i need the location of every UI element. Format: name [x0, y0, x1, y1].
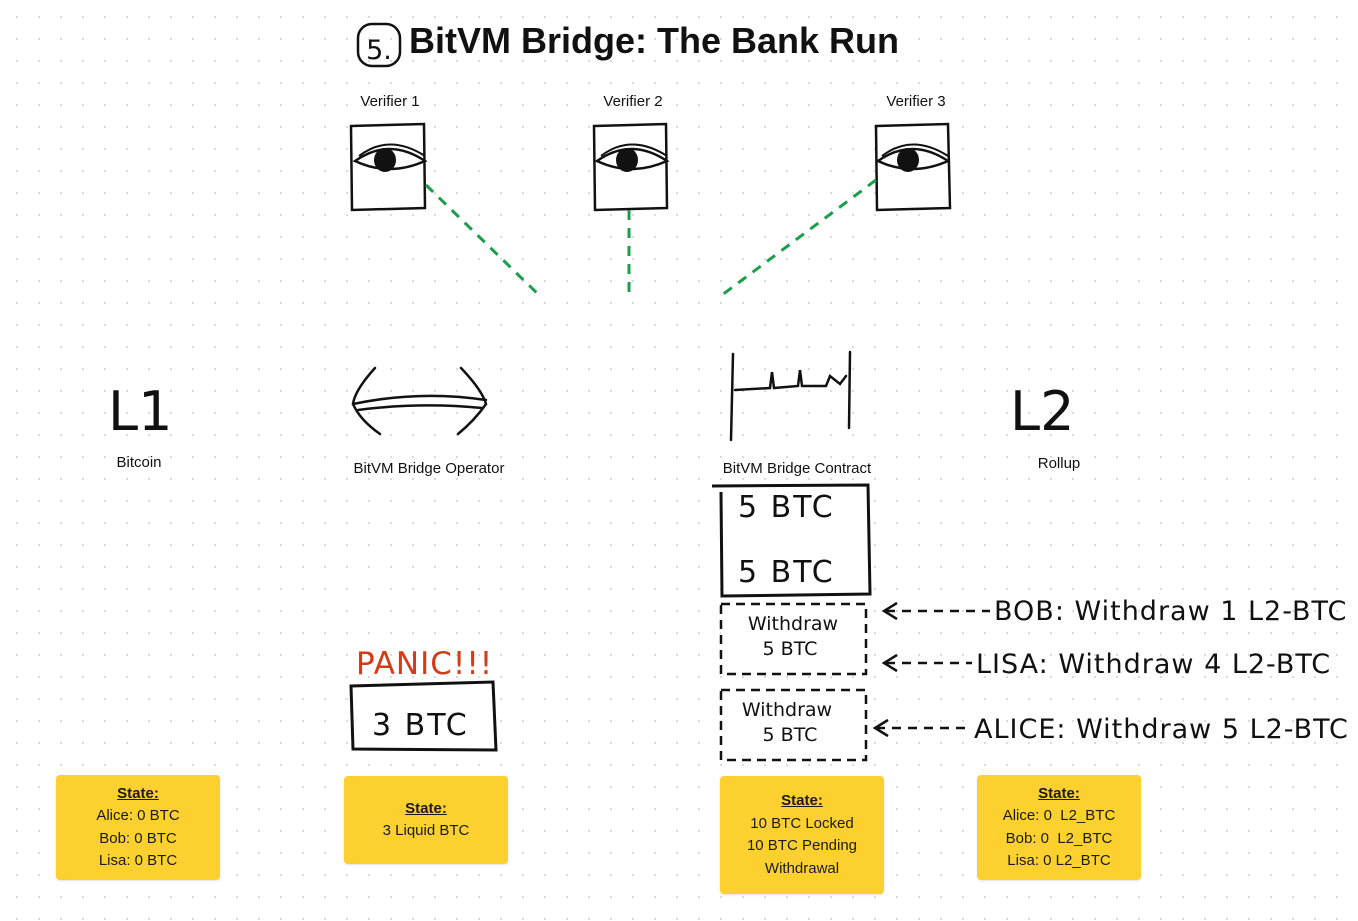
state-card-operator: State: 3 Liquid BTC — [344, 776, 508, 864]
operator-liquid-box: 3 BTC — [349, 680, 498, 752]
state-line: Lisa: 0 L2_BTC — [1007, 852, 1111, 869]
operator-icon — [351, 366, 488, 436]
state-card-title: State: — [405, 799, 447, 817]
arrow-left-icon — [881, 601, 898, 621]
withdraw-arrow-bob — [881, 601, 990, 621]
panic-text: PANIC!!! — [356, 646, 493, 682]
pending-1-line1: Withdraw — [748, 613, 838, 635]
arrow-left-icon — [881, 653, 898, 673]
withdraw-request-lisa: LISA: Withdraw 4 L2-BTC — [976, 649, 1331, 680]
state-line: 10 BTC Pending — [746, 837, 858, 854]
state-line: 10 BTC Locked — [750, 814, 854, 832]
pending-1-line2: 5 BTC — [763, 638, 818, 660]
l1-glyph: L1 — [108, 380, 172, 443]
verifier-2-label: Verifier 2 — [603, 93, 662, 110]
contract-icon — [729, 350, 852, 442]
pending-2-line1: Withdraw — [742, 699, 832, 721]
state-line: Alice: 0 L2_BTC — [1002, 807, 1116, 824]
pending-withdraw-box-1: Withdraw 5 BTC — [719, 602, 868, 676]
title-number-badge — [356, 22, 402, 68]
verifier-1-label: Verifier 1 — [360, 93, 419, 110]
locked-amount-1: 5 BTC — [738, 490, 835, 525]
verifier-3-eye-icon — [874, 122, 952, 212]
verifier-3-label: Verifier 3 — [886, 93, 945, 110]
title-number: 5. — [366, 35, 392, 66]
contract-label: BitVM Bridge Contract — [723, 460, 872, 477]
state-line: 3 Liquid BTC — [382, 822, 470, 839]
state-card-title: State: — [781, 792, 823, 809]
state-line: Withdrawal — [764, 859, 840, 877]
locked-amount-2: 5 BTC — [738, 555, 835, 590]
verifier-1-eye-icon — [349, 122, 427, 212]
state-card-contract: State: 10 BTC Locked 10 BTC Pending With… — [720, 776, 884, 894]
withdraw-request-alice: ALICE: Withdraw 5 L2-BTC — [974, 714, 1349, 745]
arrow-left-icon — [872, 718, 889, 738]
verifier-1-link — [424, 183, 544, 300]
withdraw-arrow-alice — [872, 718, 966, 738]
state-card-bitcoin: State: Alice: 0 BTC Bob: 0 BTC Lisa: 0 B… — [56, 775, 220, 880]
title-text: BitVM Bridge: The Bank Run — [409, 20, 899, 61]
pending-withdraw-box-2: Withdraw 5 BTC — [719, 688, 868, 762]
state-card-rollup: State: Alice: 0 L2_BTC Bob: 0 L2_BTC Lis… — [977, 775, 1141, 880]
operator-label: BitVM Bridge Operator — [354, 460, 505, 477]
state-line: Bob: 0 BTC — [99, 829, 177, 847]
l2-label: Rollup — [1038, 455, 1081, 472]
pending-2-line2: 5 BTC — [763, 724, 818, 746]
operator-liquid-amount: 3 BTC — [372, 708, 469, 743]
verifier-3-link — [717, 178, 877, 300]
withdraw-request-bob: BOB: Withdraw 1 L2-BTC — [994, 596, 1347, 627]
state-card-title: State: — [117, 784, 159, 802]
state-line: Lisa: 0 BTC — [98, 852, 178, 869]
state-line: Alice: 0 BTC — [96, 807, 180, 824]
state-card-title: State: — [1038, 784, 1080, 802]
contract-locked-box: 5 BTC 5 BTC — [711, 483, 872, 598]
l1-label: Bitcoin — [116, 454, 161, 471]
l2-glyph: L2 — [1010, 380, 1074, 443]
page-title: 5. BitVM Bridge: The Bank Run — [356, 20, 899, 68]
state-line: Bob: 0 L2_BTC — [1005, 829, 1113, 847]
verifier-2-eye-icon — [592, 122, 669, 212]
withdraw-arrow-lisa — [881, 653, 972, 673]
